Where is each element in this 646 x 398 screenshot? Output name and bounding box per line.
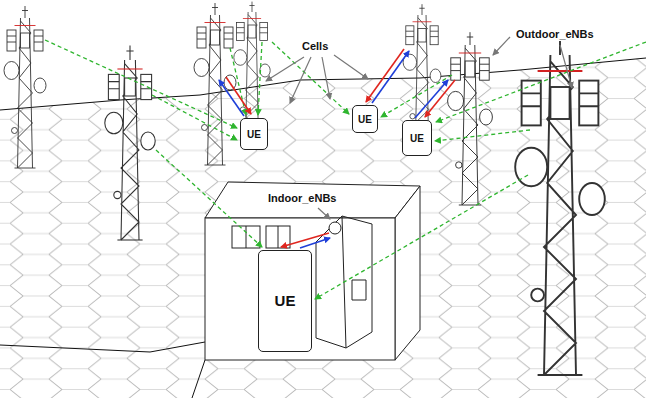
outdoor-tower [515,29,605,375]
outdoor-tower [194,3,236,165]
user-equipment: UE [240,118,268,150]
outdoor-tower [448,32,493,205]
indoor-enb [329,222,341,234]
user-equipment: UE [258,250,312,352]
cell-boundary [0,342,205,352]
device-label: UE [247,129,261,140]
leader-arrow [266,37,572,219]
serving-link [219,49,455,248]
callout-label: Outdoor_eNBs [514,28,596,41]
device-label: UE [410,133,424,144]
device-label: UE [275,293,296,310]
building [205,182,420,360]
outdoor-tower [4,6,46,168]
interference-link [45,40,646,299]
user-equipment: UE [402,120,432,156]
device-label: UE [358,114,372,125]
user-equipment: UE [352,105,378,133]
cell-boundary [192,360,205,398]
outdoor-tower [105,46,155,240]
callout-label: Cells [300,40,330,53]
callout-label: Indoor_eNBs [266,192,338,205]
